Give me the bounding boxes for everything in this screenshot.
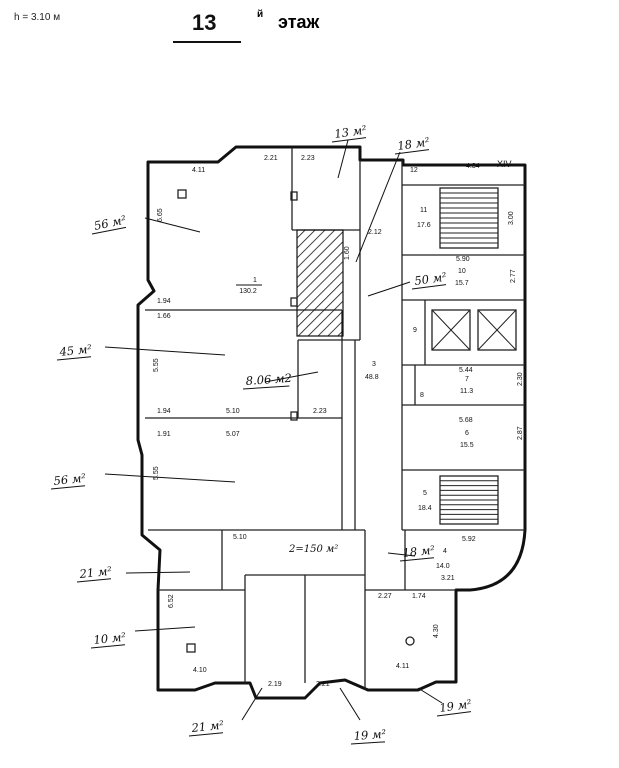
area-annotations: 13 м² 18 м² 56 м² 50 м² 45 м² 8.06 м2 56 м² 21 … <box>50 123 473 745</box>
room-1-number: 1 <box>253 277 257 284</box>
dimension-labels: 4.11 2.21 2.23 4.34 6.65 2.12 1.60 5.90 2.77 1.94… <box>153 155 524 688</box>
dimension-label: 5.92 <box>462 536 476 543</box>
dimension-label: 2.77 <box>510 269 517 283</box>
area-underline <box>56 356 92 361</box>
dimension-label: 2.87 <box>517 426 524 440</box>
dimension-label: 1.60 <box>344 246 351 260</box>
dimension-label: 3.00 <box>508 211 515 225</box>
dimension-label: 1.91 <box>157 431 171 438</box>
area-leader-lines <box>104 139 443 721</box>
dimension-label: 4.11 <box>192 167 205 174</box>
room-2-label: 2=150 м² <box>288 544 338 555</box>
dimension-label: 1.94 <box>157 298 171 305</box>
area-underline <box>436 711 472 717</box>
area-annotation: 21 м² <box>78 564 113 581</box>
room-3-number: 3 <box>372 361 376 368</box>
room-11-number: 11 <box>420 207 427 214</box>
staircase-lower <box>439 475 499 525</box>
ceiling-height-label: h = 3.10 м <box>14 12 61 23</box>
area-annotation: 18 м² <box>396 135 430 153</box>
outer-wall <box>136 145 527 700</box>
dimension-label: 2.12 <box>368 229 382 236</box>
room-12-number: 12 <box>410 167 418 174</box>
area-underline <box>399 557 435 562</box>
room-8-number: 8 <box>420 392 424 399</box>
room-6-area: 15.5 <box>460 442 474 449</box>
dimension-label: 2.23 <box>301 155 315 162</box>
floor-number-underline <box>173 41 241 43</box>
elevator-shafts <box>431 309 517 351</box>
area-annotation: 50 м² <box>413 270 447 288</box>
dimension-label: 5.10 <box>233 534 247 541</box>
dimension-label: 5.90 <box>456 256 470 263</box>
room-6-number: 6 <box>465 430 469 437</box>
area-annotation: 8.06 м2 <box>245 371 292 388</box>
area-underline <box>331 137 367 143</box>
dimension-label: 2.23 <box>313 408 327 415</box>
dimension-label: 2.19 <box>268 681 282 688</box>
dimension-label: 4.10 <box>193 667 207 674</box>
area-underline <box>91 226 127 235</box>
dimension-label: 5.55 <box>153 466 160 480</box>
area-annotation: 19 м² <box>438 697 472 715</box>
room-labels: 1 130.2 3 48.8 4 14.0 5 18.4 6 15.5 7 11… <box>236 159 512 570</box>
area-annotation: 21 м² <box>190 718 225 735</box>
room-5-number: 5 <box>423 490 427 497</box>
area-annotation: 56 м² <box>53 471 87 488</box>
dimension-label: 5.68 <box>459 417 473 424</box>
dimension-label: 1.74 <box>412 593 426 600</box>
area-underline <box>188 732 224 737</box>
room-7-number: 7 <box>465 376 469 383</box>
dimension-label: 4.34 <box>466 163 480 170</box>
dimension-label: 1.66 <box>157 313 171 320</box>
dimension-label: 2.21 <box>316 681 330 688</box>
room-11-area: 17.6 <box>417 222 431 229</box>
room-5-area: 18.4 <box>418 505 432 512</box>
dimension-label: 2.27 <box>378 593 392 600</box>
room-10-area: 15.7 <box>455 280 469 287</box>
section-label: XIV <box>497 159 512 169</box>
dimension-label: 5.55 <box>153 358 160 372</box>
dimension-label: 2.21 <box>264 155 278 162</box>
dimension-label: 6.65 <box>157 208 164 222</box>
dimension-label: 3.21 <box>441 575 455 582</box>
room-3-area: 48.8 <box>365 374 379 381</box>
room-7-area: 11.3 <box>460 388 473 395</box>
hatched-shaft <box>296 229 344 337</box>
room-1-area: 130.2 <box>239 288 257 295</box>
staircase-upper <box>439 187 499 249</box>
room-9-number: 9 <box>413 327 417 334</box>
area-underline <box>50 485 86 490</box>
area-underline <box>394 149 430 155</box>
room-4-number: 4 <box>443 548 447 555</box>
floor-number: 13 <box>192 10 217 35</box>
dimension-label: 6.52 <box>168 594 175 608</box>
area-underline <box>76 578 112 583</box>
area-annotation: 45 м² <box>58 342 93 359</box>
dimension-label: 4.11 <box>396 663 409 670</box>
area-annotation: 10 м² <box>93 630 127 647</box>
dimension-label: 1.94 <box>157 408 171 415</box>
dimension-label: 4.30 <box>433 624 440 638</box>
floor-number-suffix: й <box>257 9 264 20</box>
dimension-label: 2.30 <box>517 372 524 386</box>
area-annotation: 18 м² <box>402 543 436 560</box>
fixture-symbols <box>177 189 415 653</box>
area-underline <box>411 284 447 290</box>
dimension-label: 5.07 <box>226 431 240 438</box>
dimension-label: 5.10 <box>226 408 240 415</box>
room-10-number: 10 <box>458 268 466 275</box>
area-underline <box>90 644 126 649</box>
dimension-label: 5.44 <box>459 367 473 374</box>
area-underline <box>242 385 290 390</box>
floor-word: этаж <box>278 12 320 32</box>
interior-walls <box>145 148 525 690</box>
area-underline <box>350 741 386 745</box>
room-4-area: 14.0 <box>436 563 450 570</box>
area-annotation: 56 м² <box>93 212 128 233</box>
area-annotation: 13 м² <box>333 123 367 141</box>
area-annotation: 19 м² <box>353 727 387 743</box>
